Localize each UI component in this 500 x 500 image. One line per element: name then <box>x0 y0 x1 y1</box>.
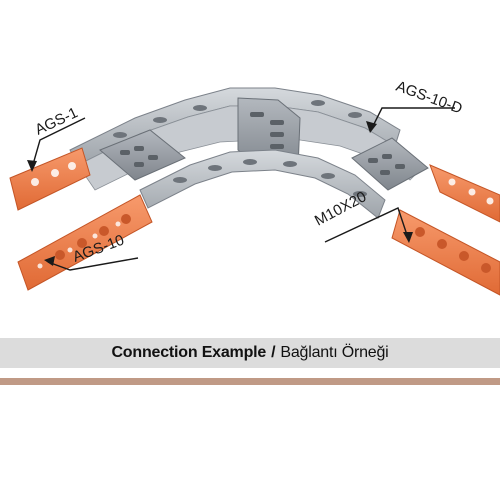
footer-divider <box>0 378 500 385</box>
arrow-ags1 <box>27 160 37 172</box>
arrow-ags10 <box>44 256 55 266</box>
callout-leaders <box>31 107 455 271</box>
leader-ags1 <box>31 117 86 169</box>
arrow-m10x20 <box>403 232 413 243</box>
callout-ags10d: AGS-10-D <box>394 78 465 118</box>
caption-separator: / <box>271 344 276 361</box>
curved-tray-floor <box>77 105 421 191</box>
leader-ags10 <box>47 257 139 271</box>
caption-band: Connection Example / Bağlantı Örneği <box>0 338 500 368</box>
splice-plate-left <box>99 129 186 181</box>
orange-tray-left-lower <box>17 194 153 291</box>
callout-ags1: AGS-1 <box>33 104 81 138</box>
orange-tray-left-upper <box>9 147 91 211</box>
orange-tray-right-lower <box>391 209 500 296</box>
splice-plate-right <box>351 137 429 191</box>
callout-arrowheads <box>27 121 413 266</box>
orange-tray-right-upper <box>429 164 500 223</box>
leader-m10x20 <box>324 207 409 243</box>
arrow-ags10d <box>366 121 377 133</box>
leader-ags10d <box>371 107 455 129</box>
connection-diagram: AGS-1 AGS-10-D AGS-10 M10X20 <box>9 78 500 296</box>
caption-english: Connection Example <box>111 344 267 361</box>
callout-m10x20: M10X20 <box>312 188 369 229</box>
caption-turkish: Bağlantı Örneği <box>280 344 389 361</box>
